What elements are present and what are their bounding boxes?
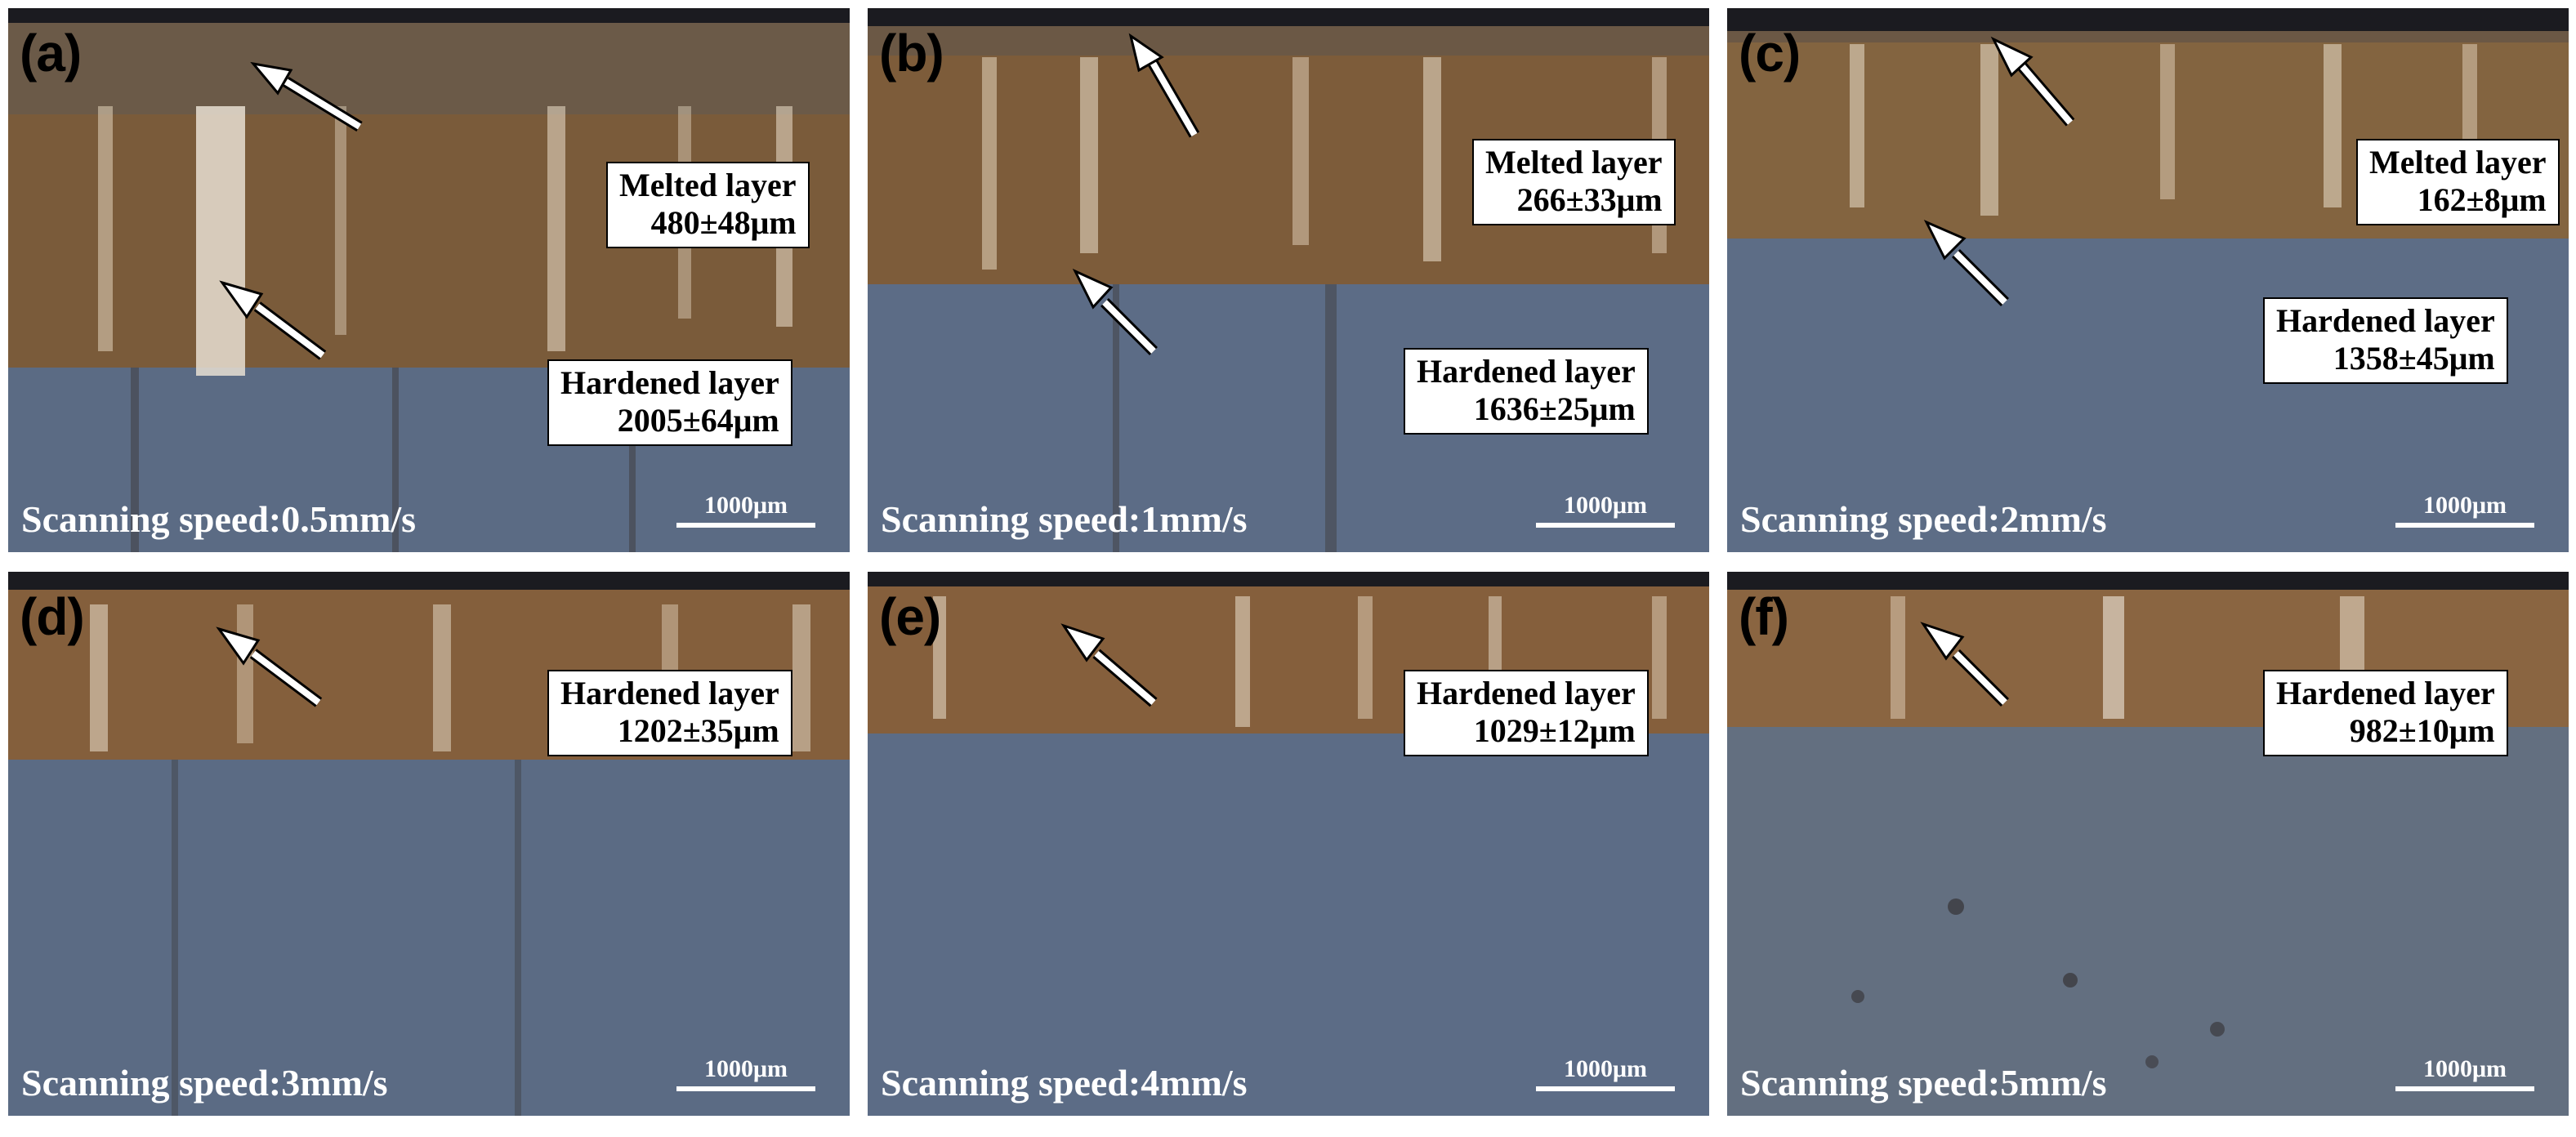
hardened-layer-label: Hardened layer [560,364,779,401]
melted-layer-callout: Melted layer 480±48μm [606,162,810,248]
panel-letter: (a) [20,24,82,82]
scale-bar: 1000μm [2395,493,2534,528]
panel-letter: (c) [1739,24,1801,82]
scale-bar-line [676,523,815,528]
hardened-layer-callout: Hardened layer 982±10μm [2263,670,2508,756]
scale-bar: 1000μm [676,1057,815,1091]
scale-bar-line [2395,1086,2534,1091]
scale-bar-line [676,1086,815,1091]
scale-bar-line [1536,1086,1675,1091]
melted-layer-value: 266±33μm [1516,181,1663,218]
micrograph-image [868,8,1709,552]
scale-bar-label: 1000μm [704,492,788,519]
hardened-layer-callout: Hardened layer 1202±35μm [547,670,792,756]
melted-layer-label: Melted layer [1485,144,1663,181]
hardened-layer-callout: Hardened layer 1358±45μm [2263,297,2508,384]
hardened-layer-label: Hardened layer [1417,675,1636,711]
hardened-layer-callout: Hardened layer 1029±12μm [1404,670,1649,756]
panel-f: (f) Hardened layer 982±10μm Scanning spe… [1727,572,2569,1116]
scanning-speed-label: Scanning speed:0.5mm/s [21,498,417,540]
panel-e: (e) Hardened layer 1029±12μm Scanning sp… [868,572,1709,1116]
scale-bar-line [2395,523,2534,528]
scale-bar-label: 1000μm [1564,492,1647,519]
scale-bar: 1000μm [676,493,815,528]
hardened-layer-label: Hardened layer [2276,302,2495,339]
melted-layer-callout: Melted layer 266±33μm [1472,139,1676,225]
scanning-speed-label: Scanning speed:1mm/s [881,498,1248,540]
hardened-layer-value: 1029±12μm [1473,712,1636,749]
hardened-arrow [1060,623,1158,707]
scale-bar: 1000μm [1536,1057,1675,1091]
panel-b: (b) Melted layer 266±33μm Hardened layer… [868,8,1709,552]
melted-arrow [1072,33,1200,355]
melted-layer-label: Melted layer [619,167,797,203]
hardened-layer-callout: Hardened layer 2005±64μm [547,359,792,446]
panel-letter: (d) [20,587,85,646]
hardened-layer-label: Hardened layer [2276,675,2495,711]
panel-d: (d) Hardened layer 1202±35μm Scanning sp… [8,572,850,1116]
melted-layer-value: 162±8μm [2417,181,2547,218]
hardened-arrow [1920,622,2009,707]
scanning-speed-label: Scanning speed:5mm/s [1740,1062,2107,1104]
hardened-layer-value: 2005±64μm [617,402,779,439]
hardened-layer-label: Hardened layer [1417,353,1636,390]
hardened-arrow [216,626,323,707]
scanning-speed-label: Scanning speed:2mm/s [1740,498,2107,540]
scale-bar-label: 1000μm [2423,1055,2507,1082]
melted-arrow [1923,36,2075,306]
hardened-layer-value: 1358±45μm [2333,340,2495,377]
melted-arrow [219,61,363,360]
melted-layer-label: Melted layer [2369,144,2547,181]
panel-letter: (f) [1739,587,1789,646]
scale-bar-line [1536,523,1675,528]
melted-layer-value: 480±48μm [650,204,797,241]
hardened-layer-callout: Hardened layer 1636±25μm [1404,348,1649,435]
scale-bar-label: 1000μm [2423,492,2507,519]
scanning-speed-label: Scanning speed:4mm/s [881,1062,1248,1104]
melted-layer-callout: Melted layer 162±8μm [2356,139,2560,225]
scale-bar: 1000μm [1536,493,1675,528]
hardened-layer-value: 982±10μm [2349,712,2495,749]
micrograph-image [1727,572,2569,1116]
scale-bar-label: 1000μm [704,1055,788,1082]
micrograph-image [868,572,1709,1116]
panel-c: (c) Melted layer 162±8μm Hardened layer … [1727,8,2569,552]
hardened-layer-label: Hardened layer [560,675,779,711]
scale-bar: 1000μm [2395,1057,2534,1091]
hardened-layer-value: 1202±35μm [617,712,779,749]
scale-bar-label: 1000μm [1564,1055,1647,1082]
panel-letter: (e) [879,587,941,646]
panel-a: (a) Melted layer 480±48μm Hardened layer… [8,8,850,552]
scanning-speed-label: Scanning speed:3mm/s [21,1062,388,1104]
hardened-layer-value: 1636±25μm [1473,390,1636,427]
panel-letter: (b) [879,24,944,82]
